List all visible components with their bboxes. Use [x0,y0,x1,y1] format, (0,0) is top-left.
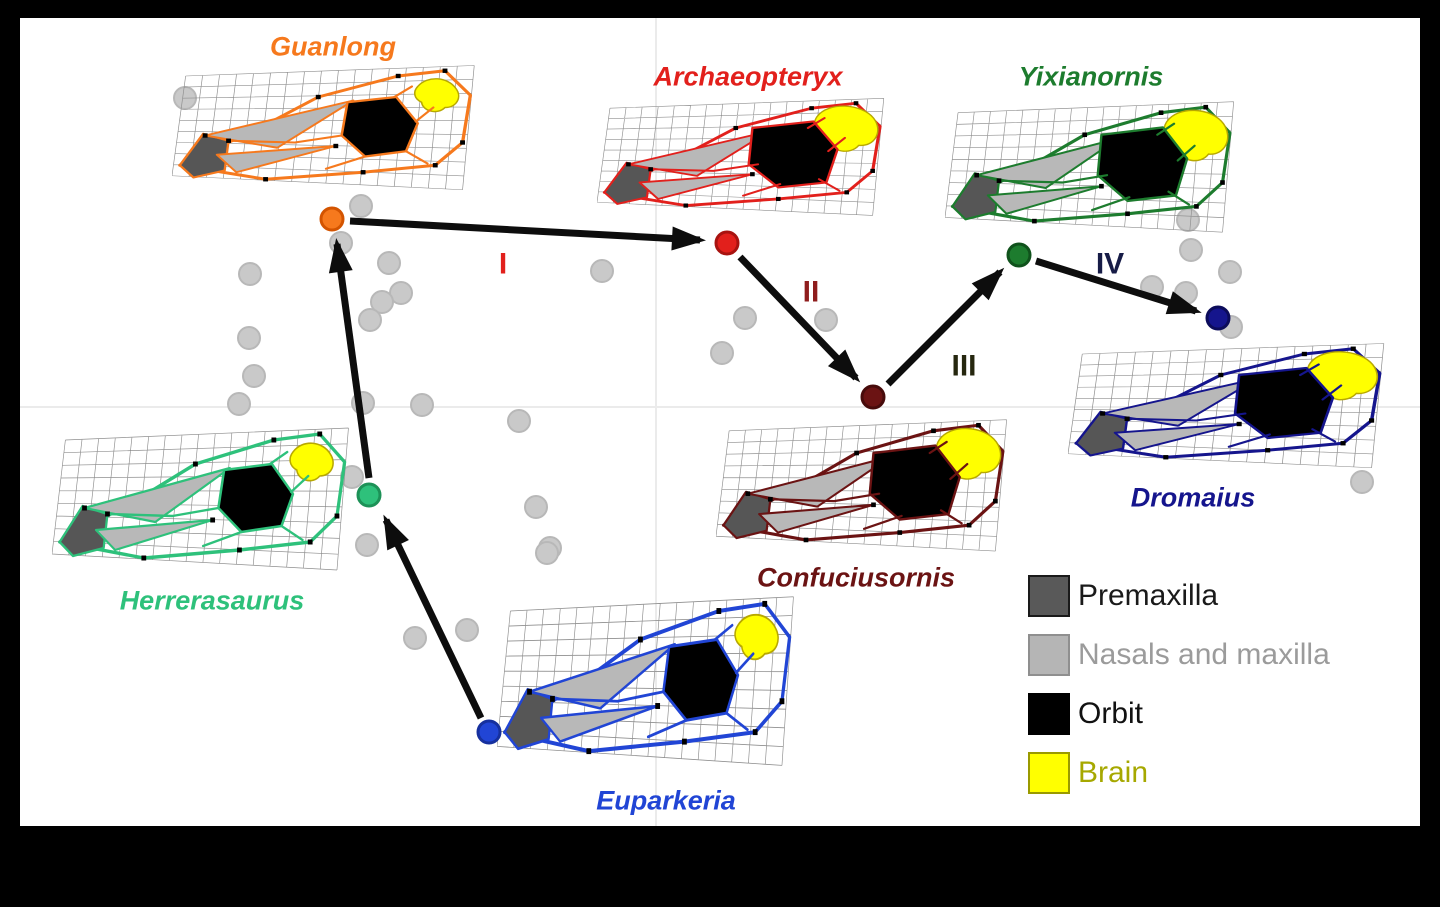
background-specimen-dot [242,364,266,388]
skull-struts [227,85,435,170]
background-specimen-dot [1350,470,1374,494]
background-specimen-dot [733,306,757,330]
species-dot-yixianornis [1006,242,1032,268]
background-specimen-dot [507,409,531,433]
background-specimen-dot [535,541,559,565]
skull-outline [721,423,1005,542]
transition-label-IV: IV [1096,248,1124,281]
background-specimen-dot [814,308,838,332]
skull-herrerasaurus [52,424,358,584]
background-specimen-dot [1218,260,1242,284]
skull-outline [58,432,347,560]
legend-swatch [1028,693,1070,735]
brain-region [289,442,334,482]
skull-yixianornis [945,98,1243,245]
transition-label-III: III [951,350,976,383]
skull-guanlong [172,62,484,202]
species-dot-confuciusornis [860,384,886,410]
species-dot-herrerasaurus [356,482,382,508]
species-label-herrerasaurus: Herrerasaurus [119,585,305,616]
background-specimen-dot [238,262,262,286]
transition-arrow-III [885,267,1005,387]
skull-outline [503,601,792,754]
skull-struts [997,122,1196,212]
legend-item-label: Orbit [1078,697,1144,730]
transition-label-I: I [499,248,507,281]
background-specimen-dot [590,259,614,283]
skull-struts [551,623,755,739]
background-specimen-dot [389,281,413,305]
species-label-confuciusornis: Confuciusornis [756,562,956,593]
nasals-maxilla-region [986,185,1103,215]
species-dot-dromaius [1205,305,1231,331]
skull-outline [602,101,882,207]
species-dot-guanlong [319,206,345,232]
background-specimen-dot [370,290,394,314]
species-label-guanlong: Guanlong [270,31,396,62]
skull-euparkeria [497,592,803,782]
nasals-maxilla-region [638,173,754,200]
legend-item-label: Premaxilla [1078,579,1219,612]
transition-label-II: II [803,276,820,309]
legend-item-orbit: Orbit [1028,693,1330,735]
nasals-maxilla-region [539,704,659,743]
skull-archaeopteryx [597,95,893,227]
nasals-maxilla-region [758,503,875,534]
species-label-euparkeria: Euparkeria [596,785,736,816]
transition-arrow-IV [1034,257,1202,315]
species-dot-archaeopteryx [714,230,740,256]
nasals-maxilla-region [215,145,337,174]
legend-swatch [1028,634,1070,676]
nasals-maxilla-region [1113,423,1241,452]
background-specimen-dot [227,392,251,416]
skull-struts [1125,363,1343,448]
species-label-archaeopteryx: Archaeopteryx [653,61,843,92]
skull-outline [950,105,1232,223]
background-specimen-dot [355,533,379,557]
brain-region [413,78,460,113]
nasals-maxilla-region [94,518,214,552]
legend-swatch [1028,575,1070,617]
skull-struts [649,117,847,197]
species-dot-euparkeria [476,719,502,745]
background-specimen-dot [349,194,373,218]
legend-item-brain: Brain [1028,752,1330,794]
legend-item-label: Brain [1078,756,1149,789]
background-specimen-dot [403,626,427,650]
skull-outline [178,69,473,181]
background-specimen-dot [524,495,548,519]
transition-arrow-II [737,254,861,383]
skull-outline [1074,347,1382,459]
legend-swatch [1028,752,1070,794]
background-specimen-dot [1179,238,1203,262]
skull-struts [106,450,310,548]
skull-confuciusornis [716,416,1016,564]
background-specimen-dot [455,618,479,642]
legend-item-premaxilla: Premaxilla [1028,575,1330,617]
background-specimen-dot [358,308,382,332]
lineage-arrow [382,514,485,720]
legend-item-nasals-and-maxilla: Nasals and maxilla [1028,634,1330,676]
legend-item-label: Nasals and maxilla [1078,638,1330,671]
background-specimen-dot [1176,208,1200,232]
species-label-yixianornis: Yixianornis [1018,61,1164,92]
background-specimen-dot [710,341,734,365]
lineage-arrow [328,238,373,479]
transition-arrow-I [349,217,706,251]
background-specimen-dot [410,393,434,417]
background-specimen-dot [377,251,401,275]
skull-struts [769,440,969,530]
background-specimen-dot [237,326,261,350]
brain-region [734,613,779,661]
species-label-dromaius: Dromaius [1130,482,1256,513]
skull-dromaius [1068,340,1394,480]
